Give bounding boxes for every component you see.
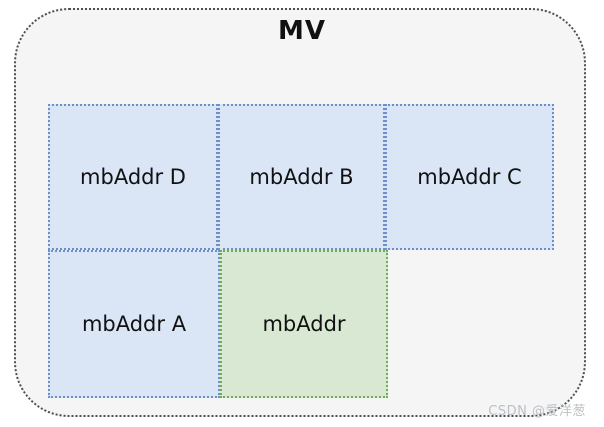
block-label: mbAddr: [262, 312, 346, 336]
block-label: mbAddr C: [417, 165, 522, 189]
diagram-title: MV: [278, 16, 326, 46]
block-mbaddr-c: mbAddr C: [385, 104, 554, 250]
block-mbaddr-b: mbAddr B: [218, 104, 385, 250]
block-mbaddr-current: mbAddr: [220, 250, 388, 398]
block-mbaddr-a: mbAddr A: [48, 250, 220, 398]
watermark: CSDN @爱洋葱: [488, 404, 586, 419]
block-label: mbAddr A: [81, 312, 187, 336]
block-label: mbAddr B: [249, 165, 354, 189]
block-mbaddr-d: mbAddr D: [48, 104, 218, 250]
block-label: mbAddr D: [80, 165, 186, 189]
